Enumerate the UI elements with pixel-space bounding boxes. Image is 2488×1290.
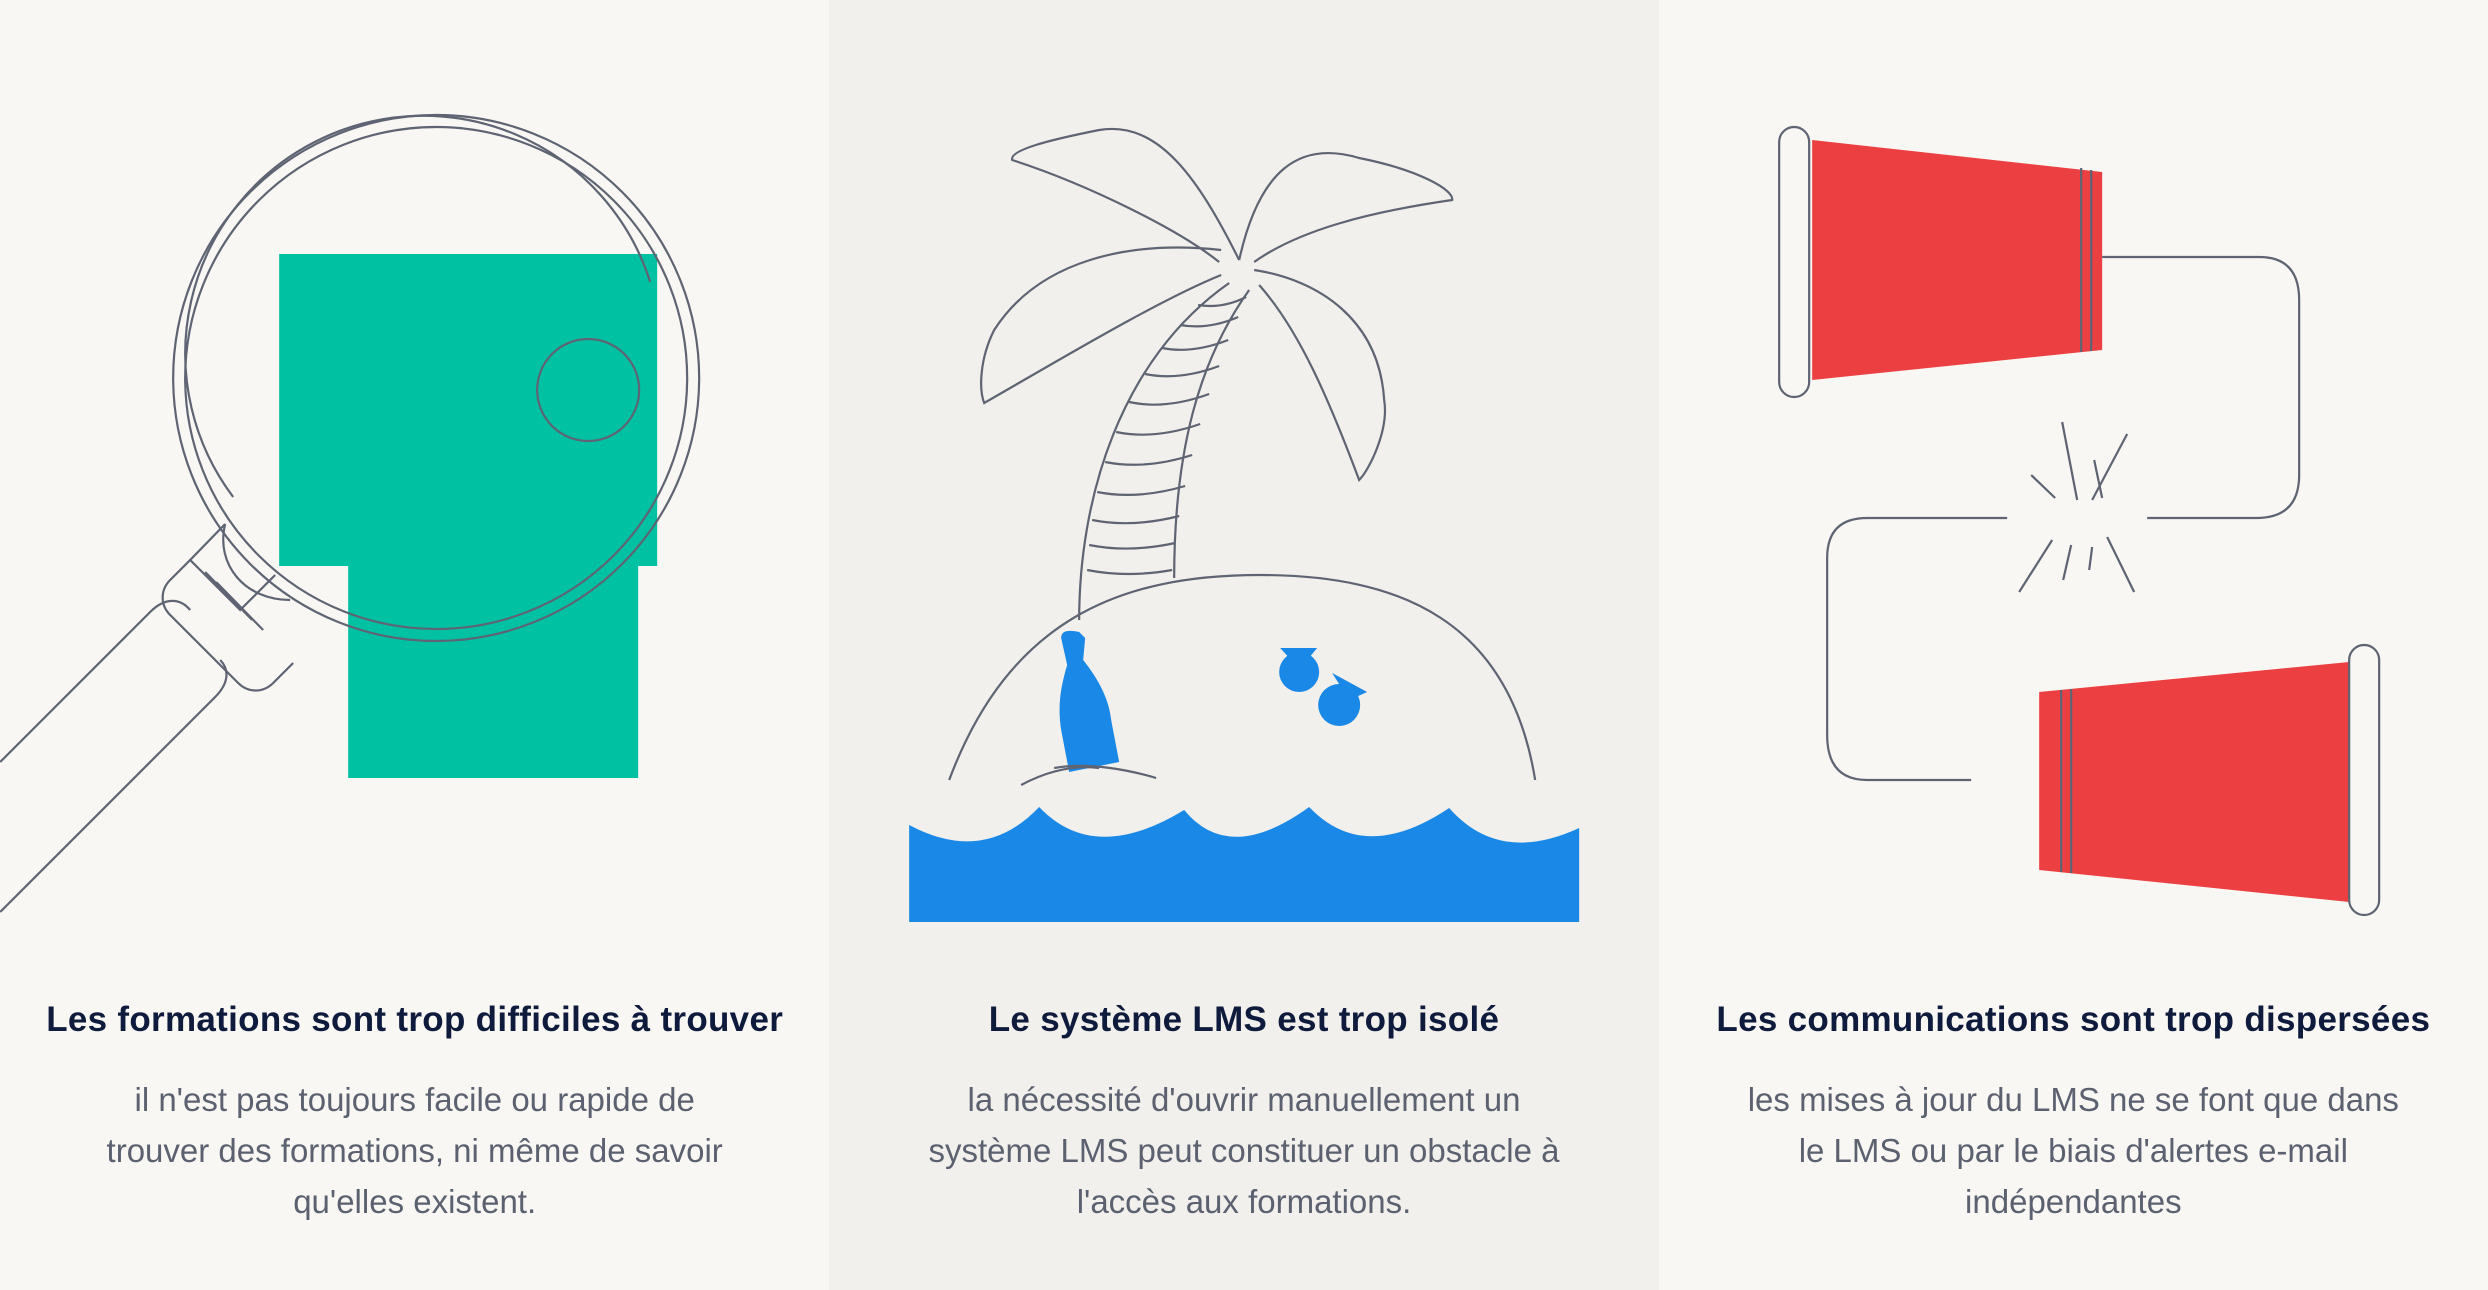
island-palm-tree-icon [829, 0, 1658, 960]
magnifying-glass-icon [0, 0, 829, 960]
panel-title: Le système LMS est trop isolé [988, 1000, 1500, 1039]
panel-description: il n'est pas toujours facile ou rapide d… [106, 1081, 723, 1220]
panel-title: Les communications sont trop dispersées [1716, 1000, 2431, 1039]
panel-training-hard-to-find: Les formations sont trop difficiles à tr… [0, 0, 830, 1290]
panel-communications-scattered: Les communications sont trop dispersées … [1658, 0, 2488, 1290]
panel-lms-isolated: Le système LMS est trop isolé la nécessi… [829, 0, 1659, 1290]
panel-description: les mises à jour du LMS ne se font que d… [1747, 1081, 2399, 1220]
panel-description: la nécessité d'ouvrir manuellement un sy… [928, 1081, 1560, 1220]
tin-can-telephone-icon [1659, 0, 2488, 960]
panel-title: Les formations sont trop difficiles à tr… [46, 1000, 784, 1039]
